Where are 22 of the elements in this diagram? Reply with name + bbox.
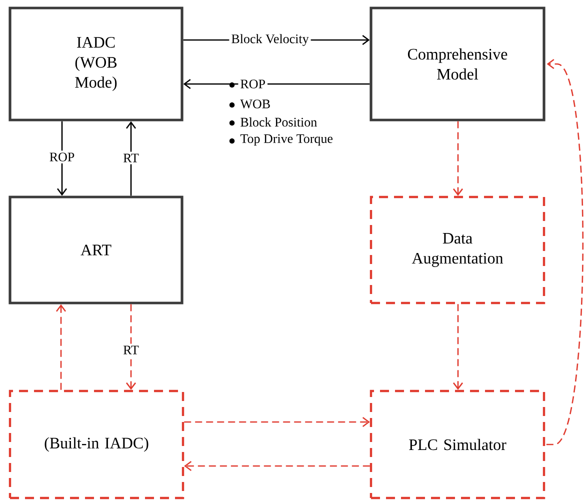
edge-label: RT <box>121 152 141 164</box>
list-item: Block Position <box>240 117 317 127</box>
arrow <box>452 304 464 390</box>
edge-label: ROP <box>47 150 77 164</box>
process-box: ART <box>8 196 184 304</box>
edge-label: RT <box>121 344 141 356</box>
process-box: Data Augmentation <box>370 196 546 304</box>
process-box: Comprehensive Model <box>370 6 546 122</box>
list-item: Top Drive Torque <box>240 134 333 146</box>
edge-label: Block Velocity <box>229 32 311 48</box>
arrow <box>184 460 370 472</box>
arrow <box>126 304 136 390</box>
list-item: WOB <box>240 100 270 108</box>
arrow <box>56 304 66 390</box>
process-box: PLC Simulator <box>370 390 546 500</box>
arrow <box>126 121 136 196</box>
arrow <box>184 416 370 428</box>
process-box: (Built-in IADC) <box>8 390 184 500</box>
edge-label: ROP <box>238 78 268 90</box>
arrow <box>546 58 584 446</box>
arrow <box>452 121 464 196</box>
process-box: IADC (WOB Mode) <box>8 6 184 122</box>
